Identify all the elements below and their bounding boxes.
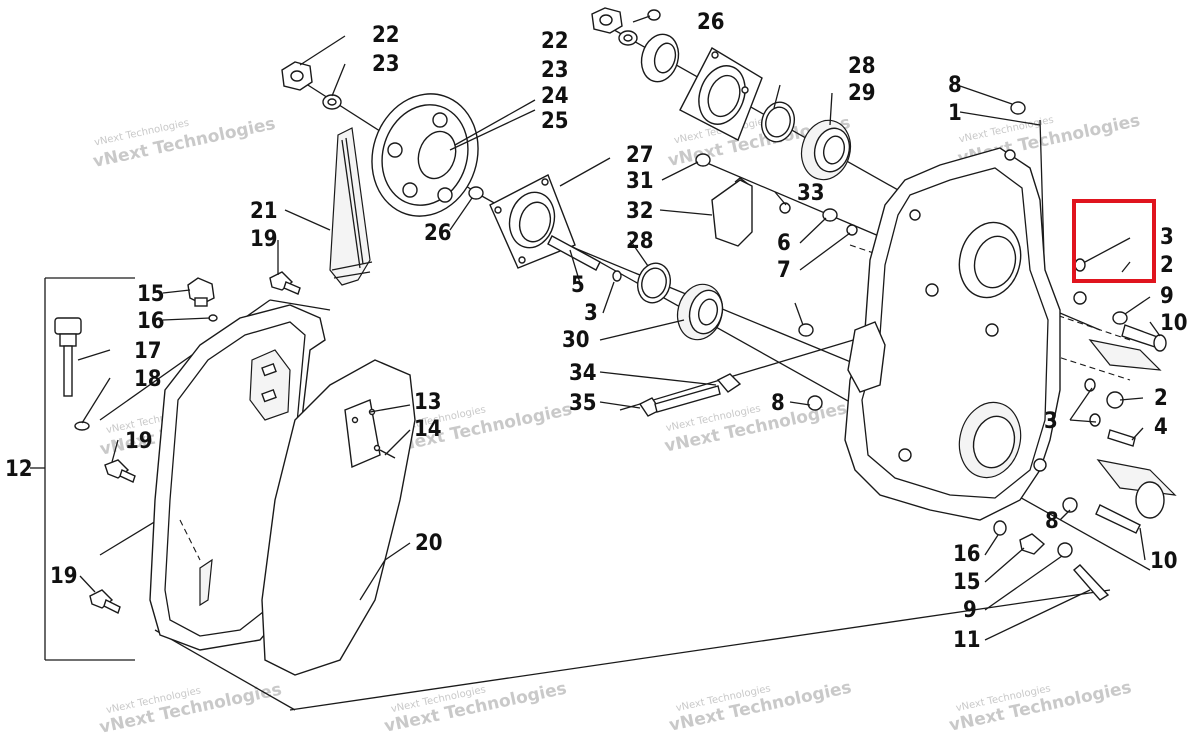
- callout-label: 14: [414, 417, 442, 442]
- callout-label: 8: [948, 73, 962, 98]
- callout-label: 8: [1045, 509, 1059, 534]
- callout-label: 26: [697, 10, 725, 35]
- callout-label: 22: [372, 23, 400, 48]
- callout-label: 17: [134, 339, 162, 364]
- callout-label: 26: [424, 221, 452, 246]
- callout-label: 32: [626, 199, 654, 224]
- right-hardware: [993, 258, 1177, 601]
- callout-label: 10: [1160, 311, 1188, 336]
- bearing-upper: [761, 101, 852, 181]
- washer: [612, 270, 622, 282]
- callout-label: 25: [541, 109, 569, 134]
- callout-label: 11: [953, 628, 981, 653]
- leader-lines: [77, 15, 1161, 641]
- highlight-box: [1072, 199, 1156, 283]
- callout-label: 6: [777, 231, 791, 256]
- callout-label: 7: [777, 258, 791, 283]
- bearing-lower: [637, 262, 724, 341]
- callout-label: 3: [584, 301, 598, 326]
- callout-label: 19: [125, 429, 153, 454]
- inspection-plate: [344, 399, 396, 469]
- callout-label: 29: [848, 81, 876, 106]
- dipstick: [54, 277, 218, 431]
- callout-label: 8: [771, 391, 785, 416]
- small-hardware: [468, 101, 1078, 513]
- callout-label: 1: [948, 101, 962, 126]
- callout-label: 10: [1150, 549, 1178, 574]
- callout-label: 35: [569, 391, 597, 416]
- group-bracket: [30, 277, 135, 661]
- callout-label: 9: [963, 598, 977, 623]
- callout-label: 4: [1154, 415, 1168, 440]
- tensioner-bracket: [711, 177, 753, 247]
- callout-label: 20: [415, 531, 443, 556]
- callout-label: 16: [953, 542, 981, 567]
- callout-label: 24: [541, 84, 569, 109]
- drive-chain: [329, 127, 373, 286]
- callout-label: 27: [626, 143, 654, 168]
- callout-label: 23: [372, 52, 400, 77]
- driven-sprocket: [371, 93, 479, 217]
- stud: [547, 235, 601, 271]
- callout-label: 21: [250, 199, 278, 224]
- callout-label: 2: [1160, 253, 1174, 278]
- callout-label: 3: [1160, 225, 1174, 250]
- nut-washer-top: [591, 7, 680, 83]
- gear-case: [844, 147, 1087, 521]
- callout-label: 13: [414, 390, 442, 415]
- callout-label: 31: [626, 169, 654, 194]
- callout-label: 23: [541, 58, 569, 83]
- callout-label: 19: [50, 564, 78, 589]
- callout-label: 9: [1160, 284, 1174, 309]
- bearing-plate-lower: [489, 174, 576, 269]
- callout-label: 12: [5, 457, 33, 482]
- callout-label: 28: [626, 229, 654, 254]
- callout-label: 30: [562, 328, 590, 353]
- callout-label: 16: [137, 309, 165, 334]
- callout-label: 15: [953, 570, 981, 595]
- long-bolt: [638, 373, 742, 417]
- callout-label: 3: [1044, 409, 1058, 434]
- callout-label: 33: [797, 181, 825, 206]
- callout-label: 28: [848, 54, 876, 79]
- callout-labels: 22 23 26 22 23 24 25 28 29 8 1 27 31 33 …: [5, 10, 1188, 653]
- tensioner-block: [249, 349, 291, 421]
- callout-label: 5: [571, 273, 585, 298]
- callout-label: 2: [1154, 386, 1168, 411]
- bearing-plate-upper: [679, 47, 763, 141]
- cover-bolts: [89, 271, 301, 614]
- callout-label: 34: [569, 361, 597, 386]
- callout-label: 15: [137, 282, 165, 307]
- callout-label: 18: [134, 367, 162, 392]
- callout-label: 22: [541, 29, 569, 54]
- nut-washer-left: [281, 61, 342, 110]
- callout-label: 19: [250, 227, 278, 252]
